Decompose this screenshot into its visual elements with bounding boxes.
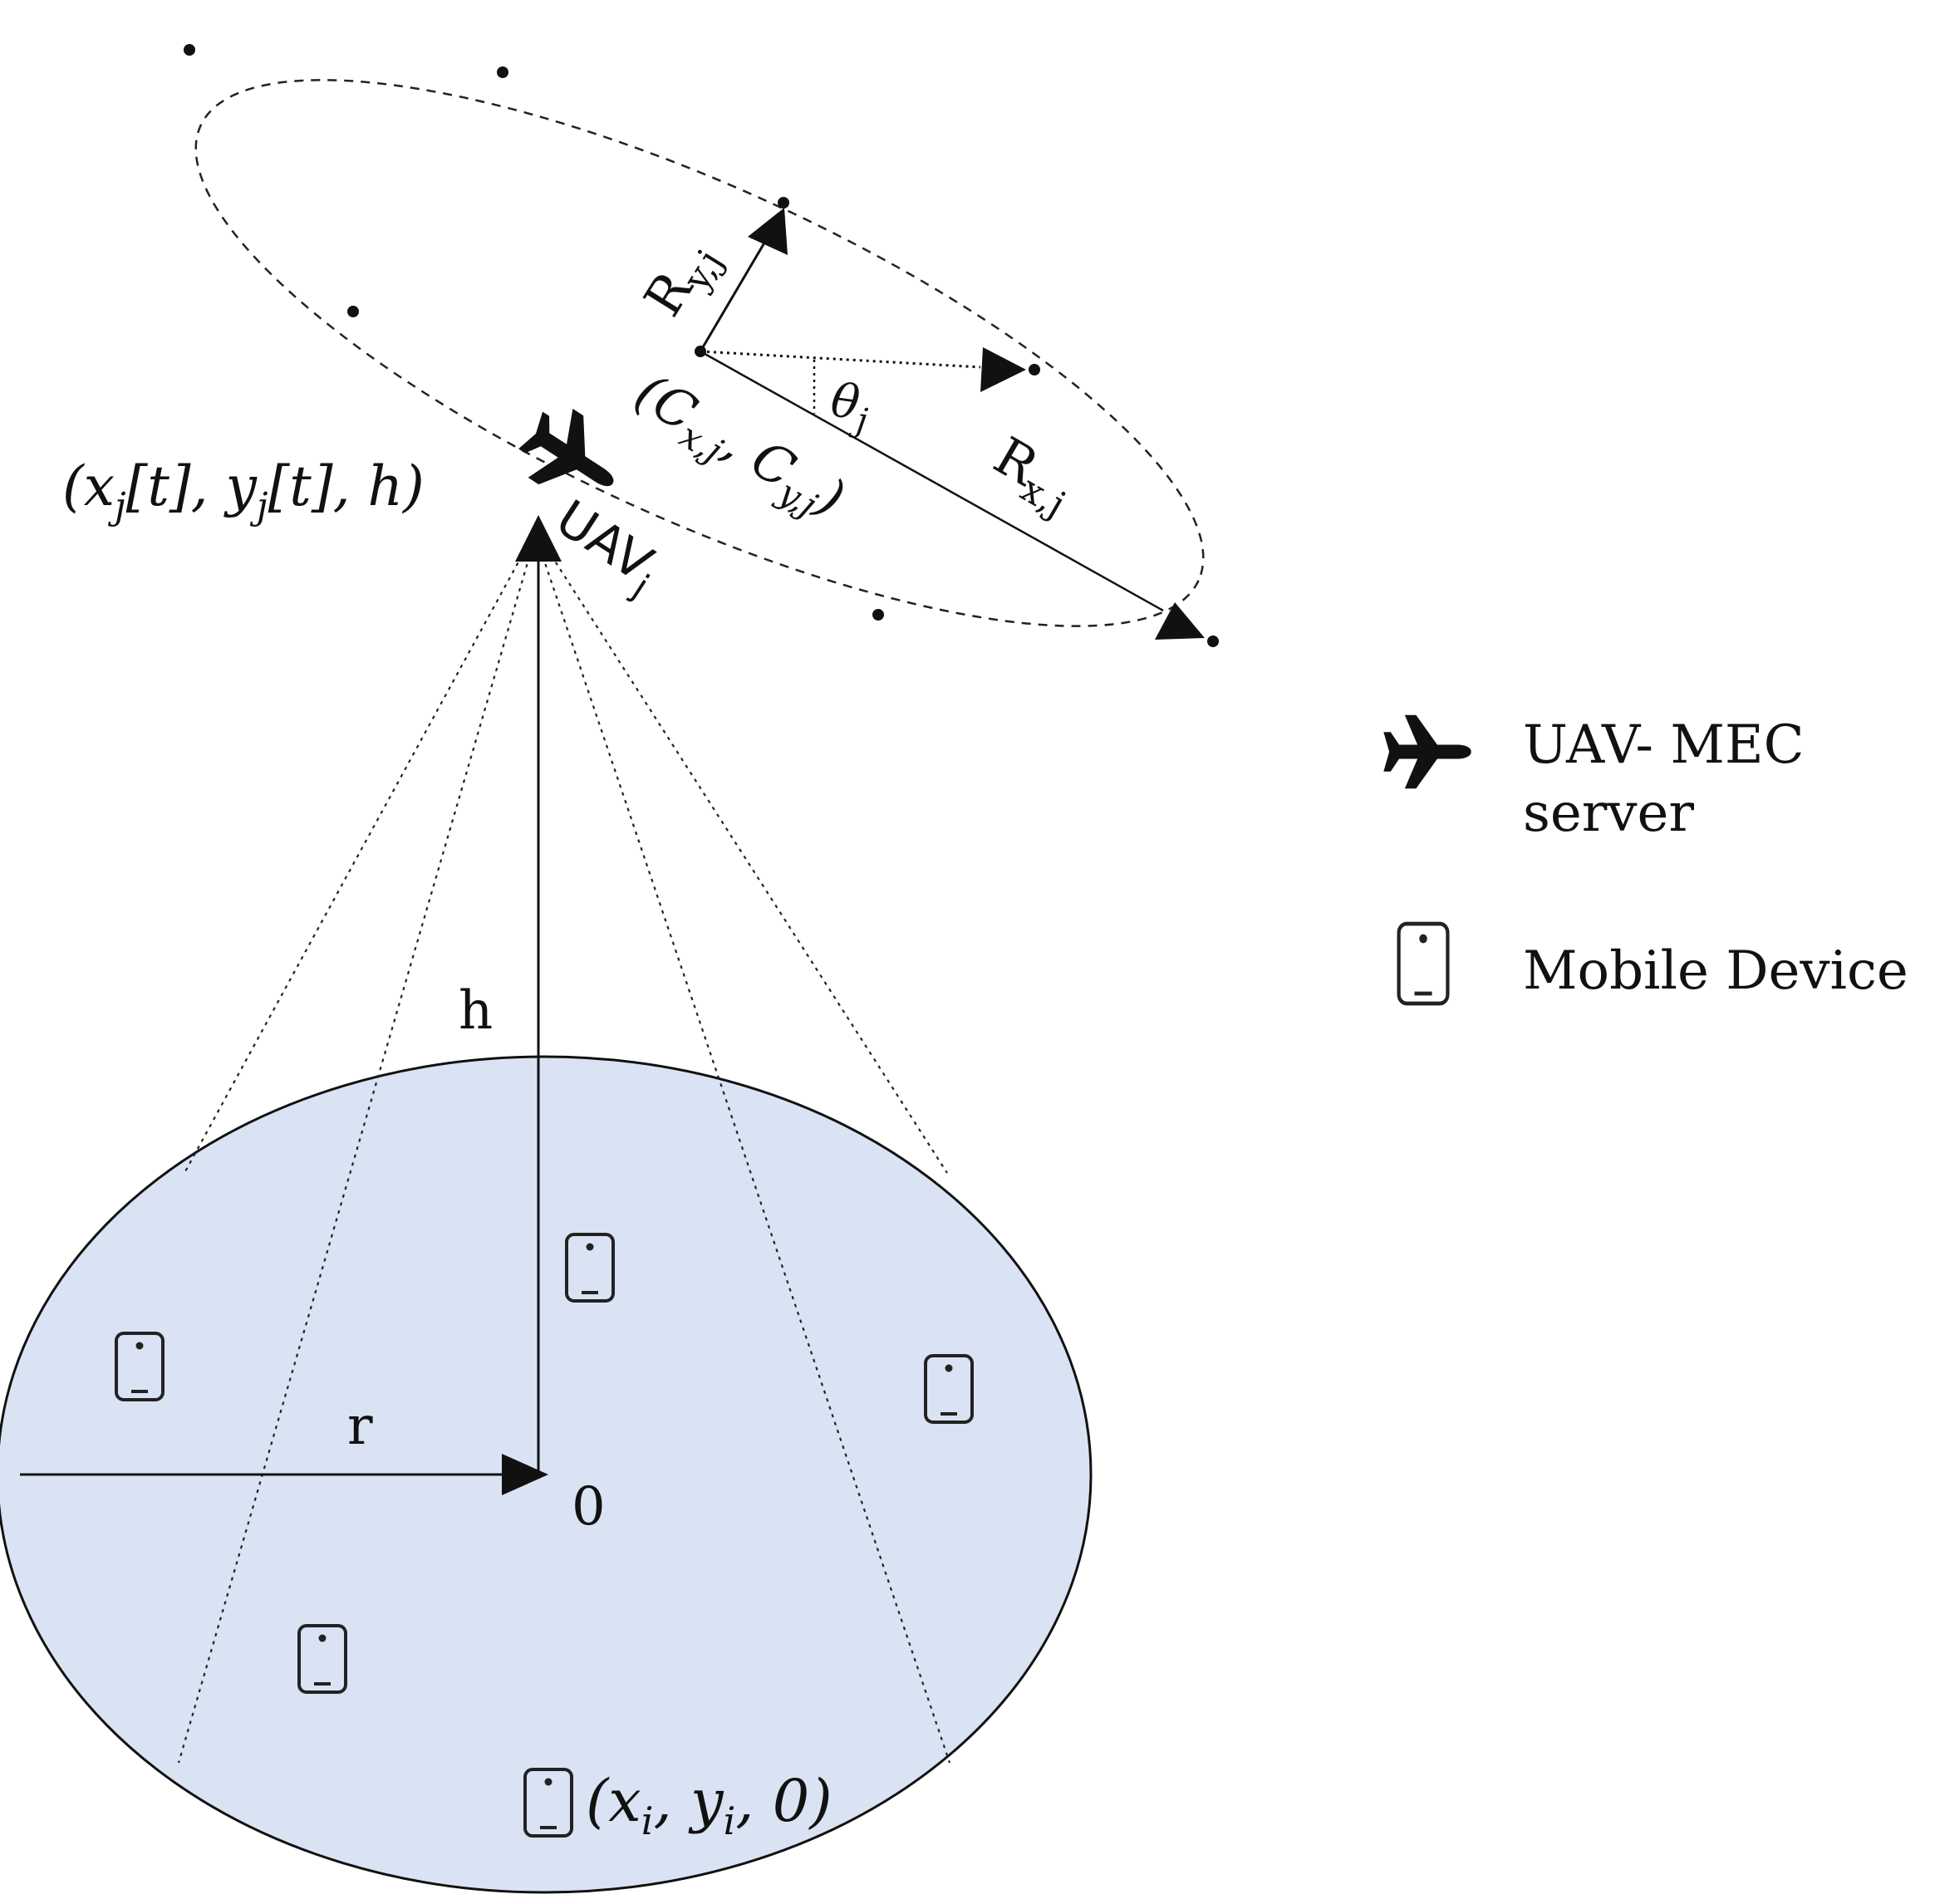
legend-device-icon [1399,924,1448,1004]
origin-label: 0 [572,1476,606,1538]
ry-axis-arrow [699,208,788,352]
rx-label: Rx,j [980,425,1086,526]
theta-label: θj [827,373,873,440]
uav-position-label: (xj[t], yj[t], h) [62,454,425,528]
height-label: h [459,980,493,1042]
coverage-cone-lines [177,547,951,1764]
center-label: (Cx,j, Cy,j) [621,361,855,536]
radius-arrow [20,1454,548,1495]
legend-uav-label-line1: UAV- MEC [1523,714,1805,776]
legend: UAV- MEC server Mobile Device [1383,714,1908,1004]
uav-trajectory [194,79,1205,627]
legend-uav-label-line2: server [1523,783,1694,844]
legend-uav-icon [1383,714,1471,789]
uav-name-label: UAVj [541,489,670,606]
legend-device-label: Mobile Device [1523,940,1908,1002]
rotation-reference-arrow [700,347,1026,392]
radius-label: r [347,1396,373,1457]
trajectory-points [184,44,1219,647]
rx-axis-arrow [700,350,1205,640]
height-arrow [515,515,562,1479]
device-position-label: (xi, yi, 0) [586,1767,832,1843]
ry-label: Ry,j [632,228,732,331]
